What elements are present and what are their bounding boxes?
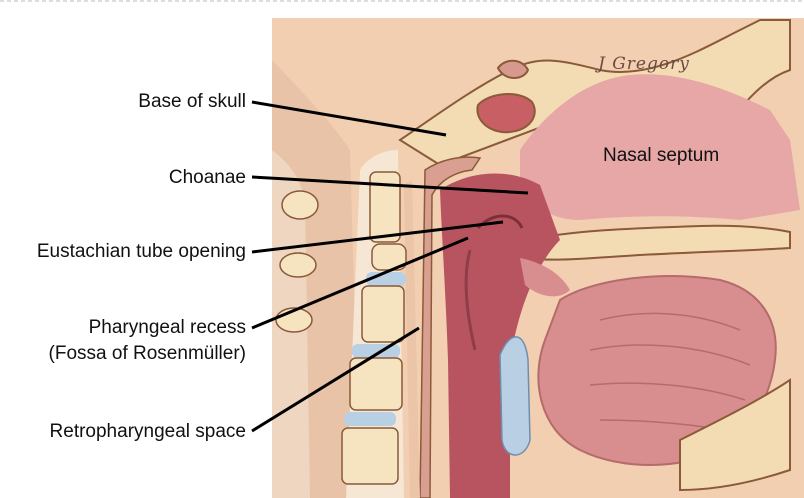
label-nasal-septum: Nasal septum	[603, 145, 720, 166]
vertebra-3	[349, 357, 403, 411]
tongue-muscle-lines	[589, 312, 751, 433]
epiglottis	[499, 336, 531, 456]
label-pharyngeal-recess: Pharyngeal recess	[88, 317, 246, 338]
nasal-cavity	[520, 74, 800, 220]
sella	[496, 59, 530, 79]
pharyngeal-recess-fold	[464, 249, 477, 351]
spinous-process-2	[279, 252, 317, 278]
posterior-pharyngeal-wall	[419, 156, 482, 498]
sphenoid-sinus	[476, 93, 536, 134]
disc-3	[344, 412, 396, 426]
spinous-process-1	[281, 190, 319, 220]
leader-eustachian	[251, 220, 504, 254]
leader-base-of-skull	[251, 100, 447, 137]
artist-signature: J Gregory	[598, 54, 690, 74]
label-retropharyngeal-space: Retropharyngeal space	[49, 421, 246, 442]
label-fossa-of-rosenmuller: (Fossa of Rosenmüller)	[48, 343, 246, 364]
leader-pharyngeal-recess	[251, 236, 469, 330]
leader-retropharyngeal	[251, 326, 420, 433]
vertebra-4	[341, 427, 399, 485]
hard-palate	[529, 224, 791, 261]
label-base-of-skull: Base of skull	[138, 91, 246, 112]
label-eustachian-tube-opening: Eustachian tube opening	[36, 241, 246, 262]
leader-choanae	[251, 175, 529, 195]
mandible	[679, 378, 791, 492]
vertebra-2	[361, 285, 405, 343]
label-choanae: Choanae	[168, 167, 246, 188]
vertebra-1	[369, 171, 401, 243]
retropharyngeal-layer	[404, 180, 420, 498]
soft-palate	[520, 258, 570, 297]
